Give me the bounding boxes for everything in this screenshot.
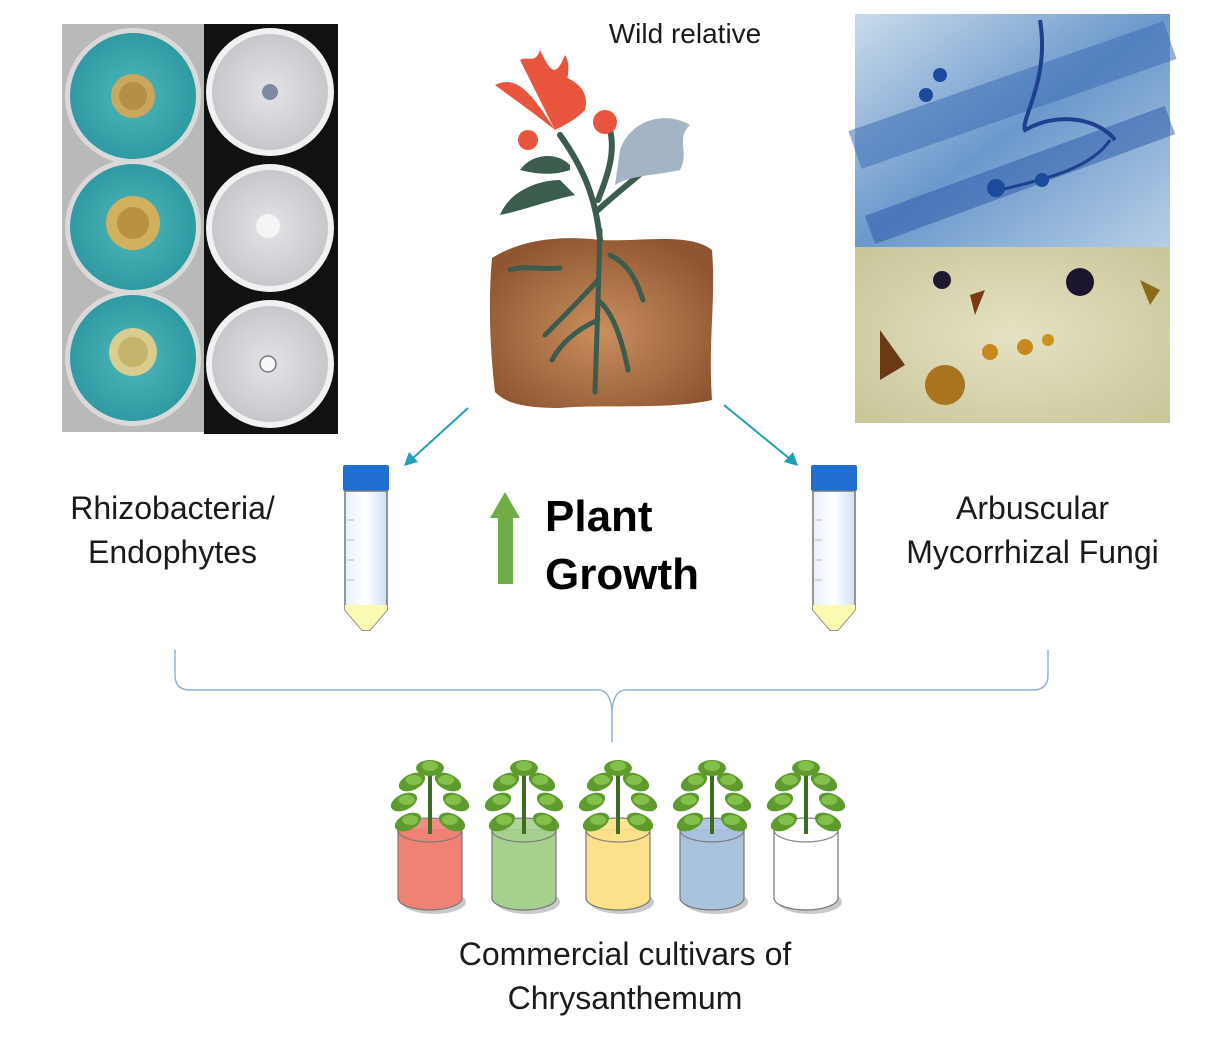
- seedling-icon: [672, 760, 752, 834]
- petri-plates-photo: [62, 24, 338, 434]
- seedling-icon: [484, 760, 564, 834]
- wild-relative-plant-illustration: [489, 50, 714, 408]
- blue-plate: [65, 28, 201, 164]
- tube-left: [343, 465, 389, 631]
- growth-up-arrow: [490, 492, 520, 584]
- cultivar-pot: [390, 760, 470, 914]
- cultivars-label-line2: Chrysanthemum: [507, 980, 743, 1016]
- seedling-icon: [390, 760, 470, 834]
- mycorrhizal-label-line1: Arbuscular: [956, 490, 1109, 526]
- rhizobacteria-label-line2: Endophytes: [87, 534, 257, 570]
- flower: [520, 50, 569, 130]
- cultivar-pot: [766, 760, 846, 914]
- soil-block: [489, 238, 714, 408]
- curly-brace: [174, 650, 1049, 742]
- mycorrhiza-microscopy-top: [848, 14, 1177, 247]
- tube-right: [811, 465, 857, 631]
- blue-plate: [65, 159, 201, 295]
- cultivar-pot: [484, 760, 564, 914]
- seedling-icon: [578, 760, 658, 834]
- mycorrhizal-label-line2: Mycorrhizal Fungi: [906, 534, 1159, 570]
- seedling-icon: [766, 760, 846, 834]
- rhizobacteria-label-line1: Rhizobacteria/: [70, 490, 275, 526]
- commercial-cultivars-label: Commercial cultivars of Chrysanthemum: [400, 932, 850, 1020]
- arrow-to-mycorrhiza: [723, 404, 798, 466]
- blue-plate: [65, 290, 201, 426]
- grey-leaf: [615, 118, 690, 185]
- grey-plate: [206, 28, 334, 156]
- cultivar-pot: [672, 760, 752, 914]
- wild-relative-label: Wild relative: [608, 18, 762, 49]
- grey-plate: [206, 164, 334, 292]
- rhizobacteria-label: Rhizobacteria/ Endophytes: [40, 486, 305, 574]
- cultivar-pot: [578, 760, 658, 914]
- mycorrhiza-microscopy-bottom: [855, 247, 1170, 423]
- plant-growth-line1: Plant: [545, 492, 653, 541]
- plant-growth-line2: Growth: [545, 550, 699, 599]
- plant-growth-label: Plant Growth: [545, 488, 699, 604]
- leaf: [500, 180, 575, 215]
- mycorrhizal-fungi-label: Arbuscular Mycorrhizal Fungi: [880, 486, 1185, 574]
- grey-plate: [206, 300, 334, 428]
- cultivars-label-line1: Commercial cultivars of: [458, 936, 792, 972]
- roots: [507, 227, 646, 395]
- arrow-to-rhizobacteria: [404, 407, 469, 466]
